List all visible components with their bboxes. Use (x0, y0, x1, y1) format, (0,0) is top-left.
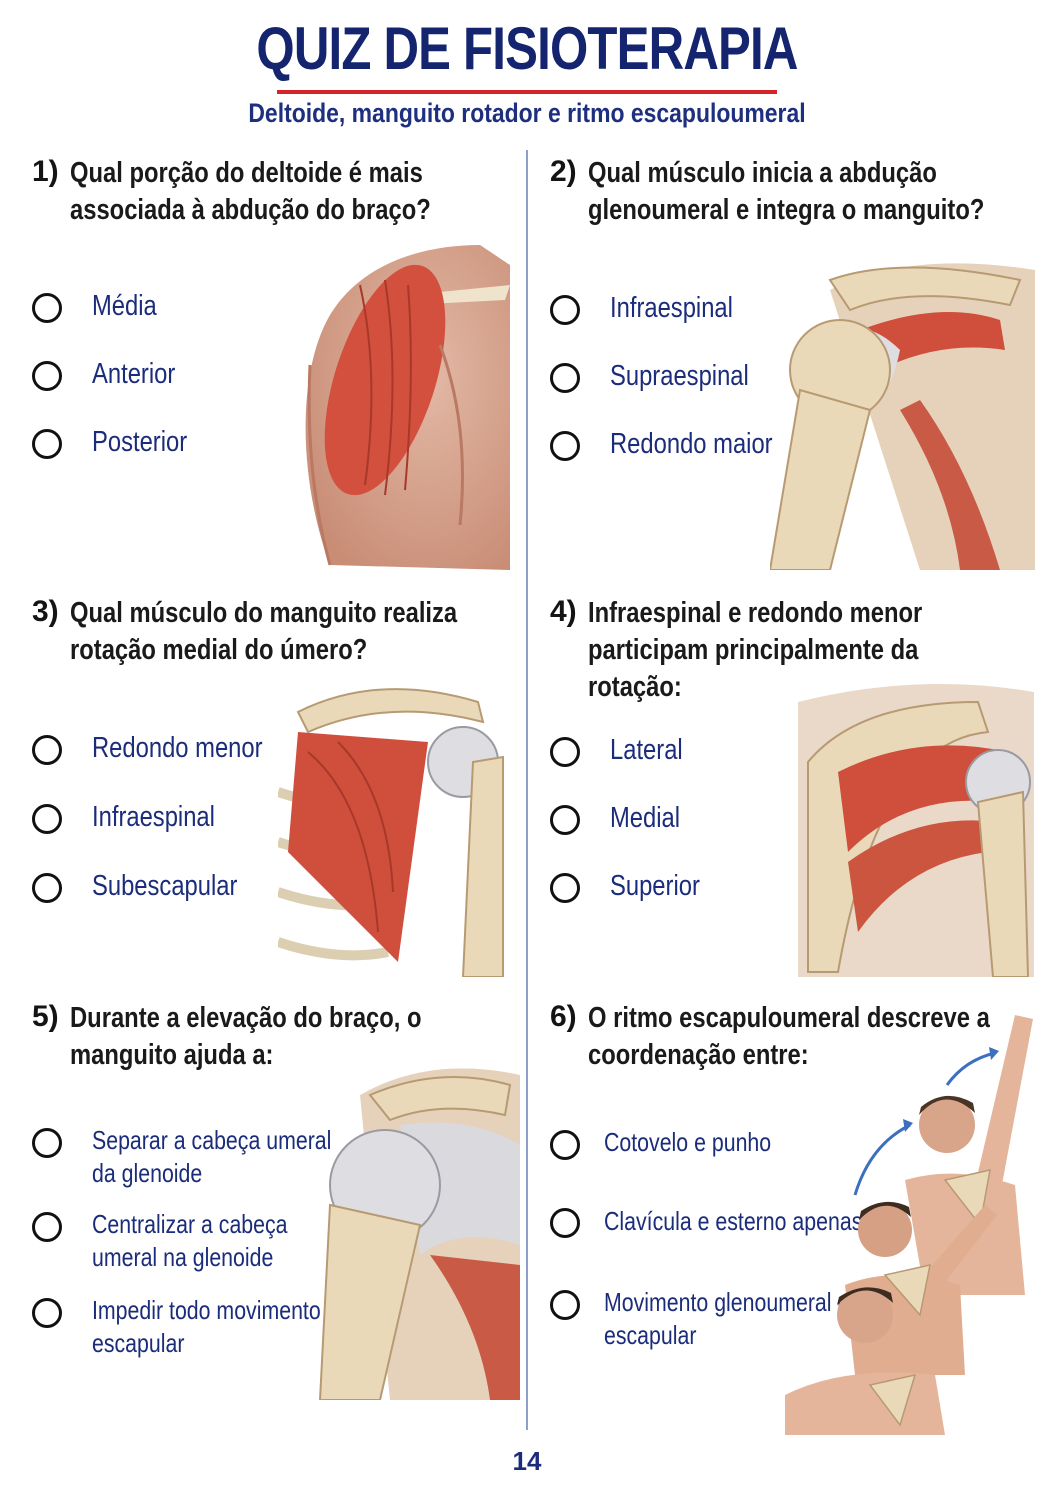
question-text: Durante a elevação do braço, o manguito … (70, 1002, 422, 1071)
option-label: Impedir todo movimento escapular (92, 1295, 321, 1358)
option-label: Clavícula e esterno apenas (604, 1206, 863, 1236)
option-label: Cotovelo e punho (604, 1127, 772, 1157)
option-label: Infraespinal (92, 801, 215, 833)
page-subtitle: Deltoide, manguito rotador e ritmo escap… (248, 98, 806, 128)
radio-button[interactable] (32, 1212, 62, 1242)
option-label: Supraespinal (610, 360, 749, 392)
question-3: 3) Qual músculo do manguito realiza rota… (32, 595, 532, 1015)
radio-button[interactable] (32, 429, 62, 459)
option-label: Redondo maior (610, 428, 773, 460)
radio-button[interactable] (32, 1298, 62, 1328)
question-text: Qual músculo do manguito realiza rotação… (70, 597, 458, 666)
option-label: Superior (610, 870, 700, 902)
radio-button[interactable] (32, 735, 62, 765)
question-number: 5) (32, 1000, 59, 1033)
radio-button[interactable] (550, 805, 580, 835)
radio-button[interactable] (32, 1128, 62, 1158)
title-underline (277, 90, 777, 94)
question-6: 6) O ritmo escapuloumeral descreve a coo… (550, 1000, 1050, 1420)
option-label: Média (92, 290, 157, 322)
radio-button[interactable] (550, 295, 580, 325)
radio-button[interactable] (550, 737, 580, 767)
infraspinatus-illustration (798, 684, 1034, 977)
question-number: 4) (550, 595, 577, 628)
radio-button[interactable] (550, 431, 580, 461)
question-4: 4) Infraespinal e redondo menor particip… (550, 595, 1050, 1015)
radio-button[interactable] (550, 873, 580, 903)
question-2: 2) Qual músculo inicia a abdução glenoum… (550, 155, 1050, 575)
option-label: Lateral (610, 734, 683, 766)
supraspinatus-illustration (770, 263, 1035, 570)
option-label: Posterior (92, 426, 188, 458)
question-text: Qual músculo inicia a abdução glenoumera… (588, 157, 985, 226)
option-label: Redondo menor (92, 732, 263, 764)
question-text: Infraespinal e redondo menor participam … (588, 597, 923, 703)
option-label: Centralizar a cabeça umeral na glenoide (92, 1209, 288, 1272)
question-text: Qual porção do deltoide é mais associada… (70, 157, 431, 226)
radio-button[interactable] (550, 1130, 580, 1160)
radio-button[interactable] (550, 1208, 580, 1238)
question-number: 1) (32, 155, 59, 188)
radio-button[interactable] (32, 361, 62, 391)
question-text: O ritmo escapuloumeral descreve a coorde… (588, 1002, 990, 1071)
radio-button[interactable] (550, 363, 580, 393)
option-label: Subescapular (92, 870, 238, 902)
question-number: 3) (32, 595, 59, 628)
option-label: Medial (610, 802, 681, 834)
question-number: 6) (550, 1000, 577, 1033)
option-label: Anterior (92, 358, 176, 390)
radio-button[interactable] (550, 1290, 580, 1320)
option-label: Infraespinal (610, 292, 733, 324)
deltoid-illustration (305, 245, 510, 570)
question-1: 1) Qual porção do deltoide é mais associ… (32, 155, 532, 575)
page-title: QUIZ DE FISIOTERAPIA (256, 15, 798, 82)
question-number: 2) (550, 155, 577, 188)
rotator-cuff-joint-illustration (318, 1068, 520, 1400)
scapulohumeral-rhythm-illustration (785, 1015, 1033, 1435)
radio-button[interactable] (32, 873, 62, 903)
option-label: Separar a cabeça umeral da glenoide (92, 1125, 332, 1188)
subscapularis-illustration (278, 688, 504, 977)
column-divider (526, 150, 528, 1430)
question-5: 5) Durante a elevação do braço, o mangui… (32, 1000, 532, 1420)
page-number: 14 (512, 1446, 542, 1476)
radio-button[interactable] (32, 293, 62, 323)
option-label: Movimento glenoumeral e escapular (604, 1287, 850, 1350)
radio-button[interactable] (32, 804, 62, 834)
